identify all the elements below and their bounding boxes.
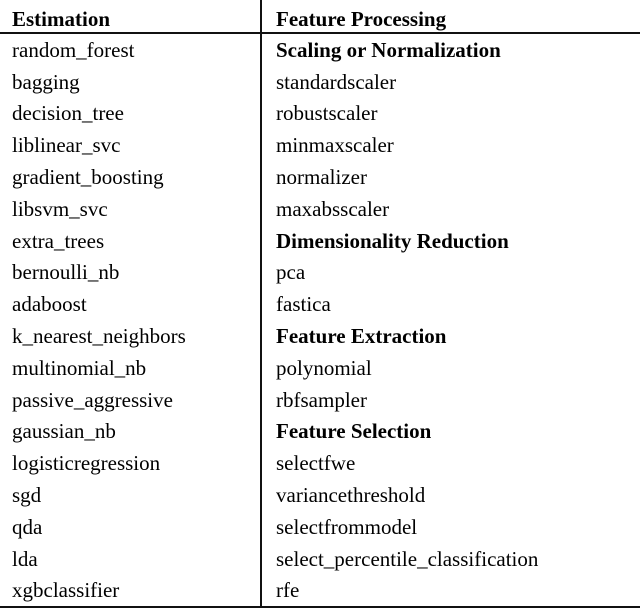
table-row: bernoulli_nb pca — [0, 256, 640, 289]
cell-estimation: gradient_boosting — [12, 165, 164, 190]
cell-feature-processing: rfe — [260, 574, 640, 609]
cell-feature-processing: selectfrommodel — [260, 510, 640, 543]
table-row: extra_trees Dimensionality Reduction — [0, 224, 640, 257]
cell-estimation: logisticregression — [12, 451, 161, 476]
cell-feature-processing: select_percentile_classification — [260, 542, 640, 575]
cell-estimation: adaboost — [12, 292, 87, 317]
cell-feature-processing: variancethreshold — [260, 479, 640, 511]
cell-feature-processing-section: Dimensionality Reduction — [260, 224, 640, 257]
column-header-estimation: Estimation — [0, 0, 261, 34]
table-row: decision_tree robustscaler — [0, 97, 640, 130]
cell-estimation: qda — [12, 514, 43, 539]
cell-estimation: lda — [12, 546, 38, 571]
cell-estimation: libsvm_svc — [12, 196, 108, 221]
table-row: multinomial_nb polynomial — [0, 351, 640, 384]
cell-feature-processing-section: Feature Selection — [260, 415, 640, 448]
cell-estimation: k_nearest_neighbors — [12, 324, 186, 349]
cell-estimation: multinomial_nb — [12, 355, 147, 380]
table-row: k_nearest_neighbors Feature Extraction — [0, 320, 640, 352]
cell-feature-processing: robustscaler — [260, 97, 640, 130]
cell-feature-processing: minmaxscaler — [260, 129, 640, 162]
cell-estimation: gaussian_nb — [12, 419, 116, 444]
table-row: qda selectfrommodel — [0, 510, 640, 543]
table-header-row: Estimation Feature Processing — [0, 0, 640, 34]
cell-estimation: passive_aggressive — [12, 387, 173, 412]
cell-estimation: decision_tree — [12, 101, 124, 126]
table-row: adaboost fastica — [0, 288, 640, 321]
table-row: lda select_percentile_classification — [0, 542, 640, 575]
cell-estimation: sgd — [12, 483, 42, 508]
cell-estimation: bernoulli_nb — [12, 260, 120, 285]
cell-feature-processing: pca — [260, 256, 640, 289]
table-row: gradient_boosting normalizer — [0, 161, 640, 193]
cell-estimation: random_forest — [12, 37, 135, 62]
column-header-feature-processing: Feature Processing — [260, 0, 640, 34]
cell-estimation: extra_trees — [12, 228, 105, 253]
table-row: logisticregression selectfwe — [0, 447, 640, 480]
table-row: gaussian_nb Feature Selection — [0, 415, 640, 448]
cell-feature-processing: polynomial — [260, 351, 640, 384]
cell-feature-processing: fastica — [260, 288, 640, 321]
cell-feature-processing-section: Scaling or Normalization — [260, 33, 640, 66]
table-row: sgd variancethreshold — [0, 479, 640, 511]
table-row: libsvm_svc maxabsscaler — [0, 192, 640, 225]
cell-feature-processing-section: Feature Extraction — [260, 320, 640, 352]
table-row: passive_aggressive rbfsampler — [0, 383, 640, 416]
table-row: random_forest Scaling or Normalization — [0, 33, 640, 66]
table-header: Estimation Feature Processing — [0, 0, 640, 34]
cell-feature-processing: selectfwe — [260, 447, 640, 480]
cell-feature-processing: standardscaler — [260, 65, 640, 98]
table-row: bagging standardscaler — [0, 65, 640, 98]
cell-estimation: liblinear_svc — [12, 133, 121, 158]
cell-estimation: bagging — [12, 69, 80, 94]
cell-feature-processing: maxabsscaler — [260, 192, 640, 225]
cell-estimation: xgbclassifier — [0, 574, 261, 609]
table-row: liblinear_svc minmaxscaler — [0, 129, 640, 162]
cell-feature-processing: normalizer — [260, 161, 640, 193]
cell-feature-processing: rbfsampler — [260, 383, 640, 416]
